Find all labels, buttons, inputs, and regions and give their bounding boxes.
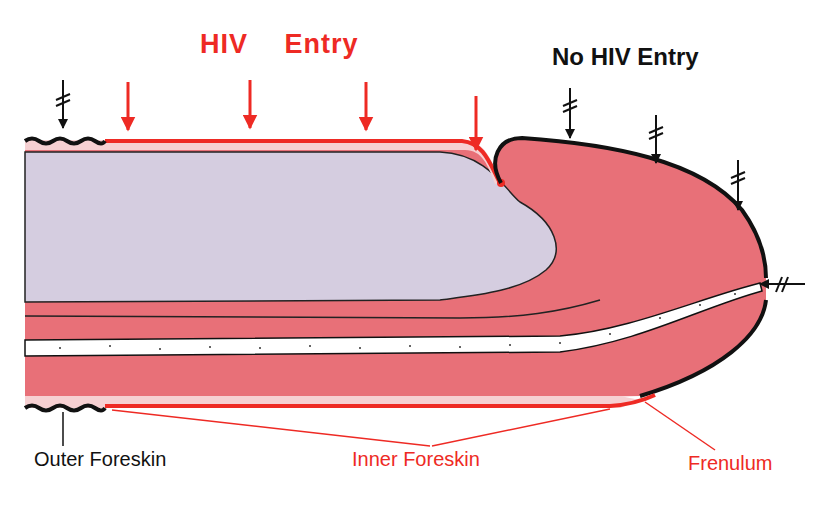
part-label: Inner Foreskin — [350, 448, 482, 470]
part-label: Outer Foreskin — [32, 448, 168, 470]
entry-heading: HIV Entry — [198, 30, 361, 60]
no-entry-heading: No HIV Entry — [550, 44, 701, 70]
part-label: Frenulum — [686, 452, 774, 474]
